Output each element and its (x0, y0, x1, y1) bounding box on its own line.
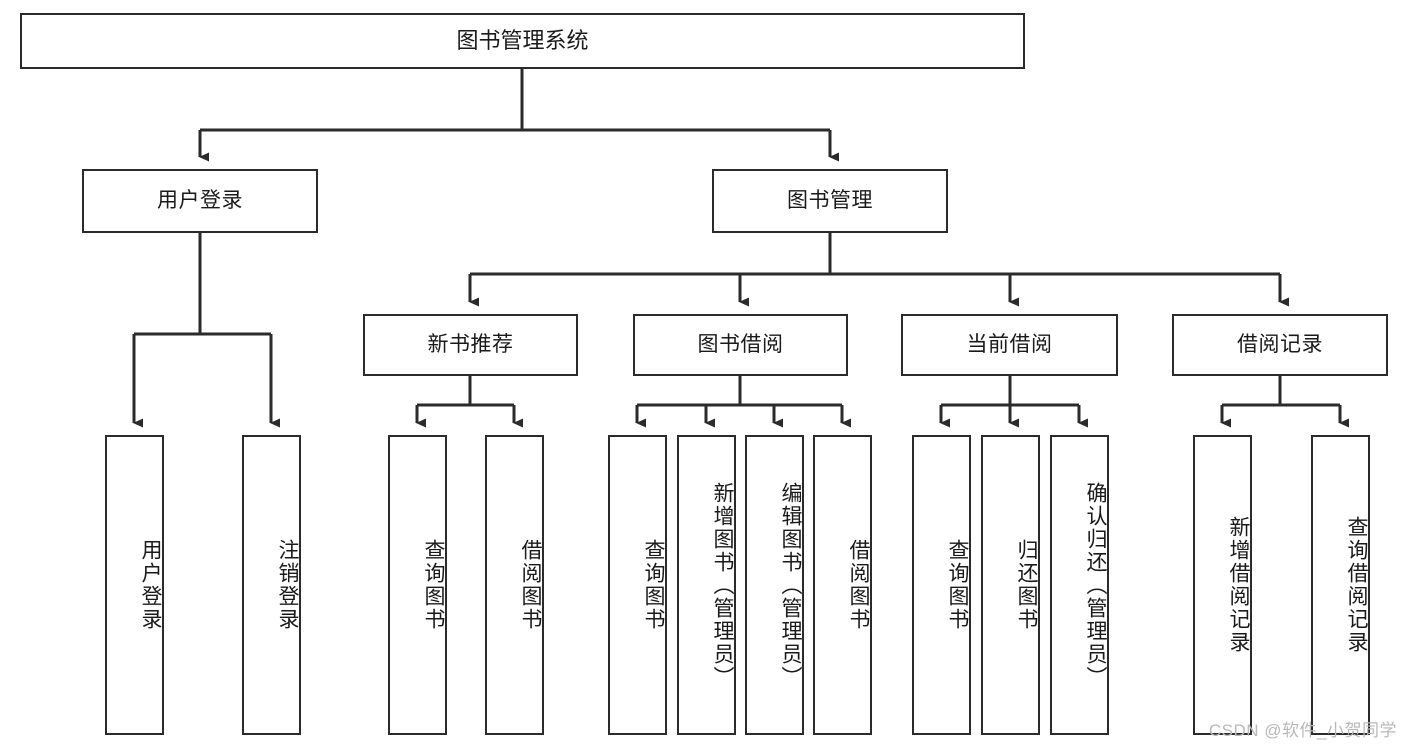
leaf-label: 查询图书 (642, 539, 665, 631)
leaf-user-login[interactable]: 用户登录 (105, 435, 164, 735)
leaf-borrow-book[interactable]: 借阅图书 (813, 435, 872, 735)
leaf-confirm-return-admin[interactable]: 确认归还（管理员） (1050, 435, 1109, 735)
leaf-add-borrow-record[interactable]: 新增借阅记录 (1193, 435, 1252, 735)
leaf-label: 新增借阅记录 (1227, 516, 1250, 654)
node-book-management[interactable]: 图书管理 (712, 169, 948, 233)
leaf-label: 查询借阅记录 (1345, 516, 1368, 654)
leaf-edit-book-admin[interactable]: 编辑图书（管理员） (745, 435, 804, 735)
leaf-label: 查询图书 (946, 539, 969, 631)
leaf-label: 新增图书（管理员） (711, 481, 734, 689)
leaf-label: 确认归还（管理员） (1084, 481, 1107, 689)
node-borrow-record[interactable]: 借阅记录 (1172, 314, 1388, 376)
leaf-logout[interactable]: 注销登录 (242, 435, 301, 735)
leaf-label: 借阅图书 (519, 539, 542, 631)
leaf-query-borrow-record[interactable]: 查询借阅记录 (1311, 435, 1370, 735)
node-new-book-recommendation[interactable]: 新书推荐 (363, 314, 578, 376)
node-root-system[interactable]: 图书管理系统 (20, 13, 1025, 69)
leaf-label: 借阅图书 (847, 539, 870, 631)
leaf-label: 用户登录 (139, 539, 162, 631)
leaf-label: 归还图书 (1015, 539, 1038, 631)
node-current-borrow[interactable]: 当前借阅 (901, 314, 1118, 376)
leaf-borrow-book-recommend[interactable]: 借阅图书 (485, 435, 544, 735)
leaf-label: 查询图书 (422, 539, 445, 631)
leaf-query-book-current[interactable]: 查询图书 (912, 435, 971, 735)
node-book-borrow[interactable]: 图书借阅 (633, 314, 848, 376)
leaf-return-book[interactable]: 归还图书 (981, 435, 1040, 735)
leaf-query-book-recommend[interactable]: 查询图书 (388, 435, 447, 735)
leaf-label: 注销登录 (276, 539, 299, 631)
leaf-label: 编辑图书（管理员） (779, 481, 802, 689)
leaf-query-book-borrow[interactable]: 查询图书 (608, 435, 667, 735)
leaf-add-book-admin[interactable]: 新增图书（管理员） (677, 435, 736, 735)
csdn-watermark: CSDN @软件_小贺同学 (1208, 721, 1397, 740)
node-user-login[interactable]: 用户登录 (82, 169, 318, 233)
